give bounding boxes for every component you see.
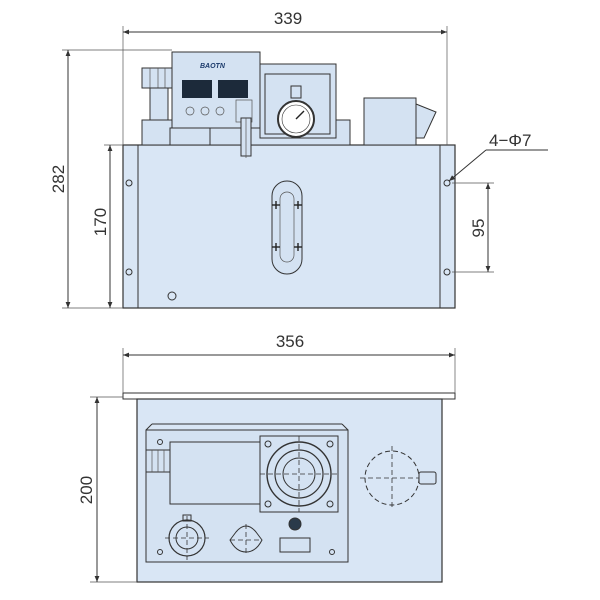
mounting-flange: [122, 392, 456, 400]
controller-top: [169, 441, 261, 505]
brand-logo: BAOTN: [200, 63, 226, 70]
dim-282: 282: [49, 49, 172, 309]
controller-box: BAOTN: [171, 51, 261, 129]
level-window: [271, 180, 303, 275]
drain-plug: [167, 291, 177, 301]
dim-170: 170: [91, 144, 123, 308]
dim-label-95: 95: [469, 219, 488, 238]
dim-label-339: 339: [274, 9, 302, 28]
dim-label-200: 200: [77, 476, 96, 504]
dim-label-356: 356: [276, 332, 304, 351]
valve-knob: [229, 524, 263, 556]
pump-top: [259, 435, 339, 513]
dim-label-170: 170: [91, 208, 110, 236]
dim-label-282: 282: [49, 165, 68, 193]
switch-top: [279, 517, 311, 553]
dim-339: 339: [122, 9, 448, 145]
top-view: 356 200: [77, 332, 456, 583]
filler-cap-top: [360, 446, 437, 510]
outlet-valve: [240, 117, 252, 158]
outlet-fitting: [165, 514, 209, 560]
dim-95: 95: [452, 182, 494, 273]
pressure-gauge: [277, 85, 315, 138]
cable-gland-top: [145, 449, 171, 473]
front-view: BAOTN: [49, 9, 548, 309]
corner-screws: [125, 179, 451, 276]
dim-200: 200: [77, 396, 137, 583]
holes-label: 4−Φ7: [489, 131, 531, 150]
filler-cap: [363, 97, 437, 146]
holes-callout: 4−Φ7: [448, 131, 548, 182]
cable-gland: [141, 67, 173, 121]
dim-356: 356: [122, 332, 456, 393]
